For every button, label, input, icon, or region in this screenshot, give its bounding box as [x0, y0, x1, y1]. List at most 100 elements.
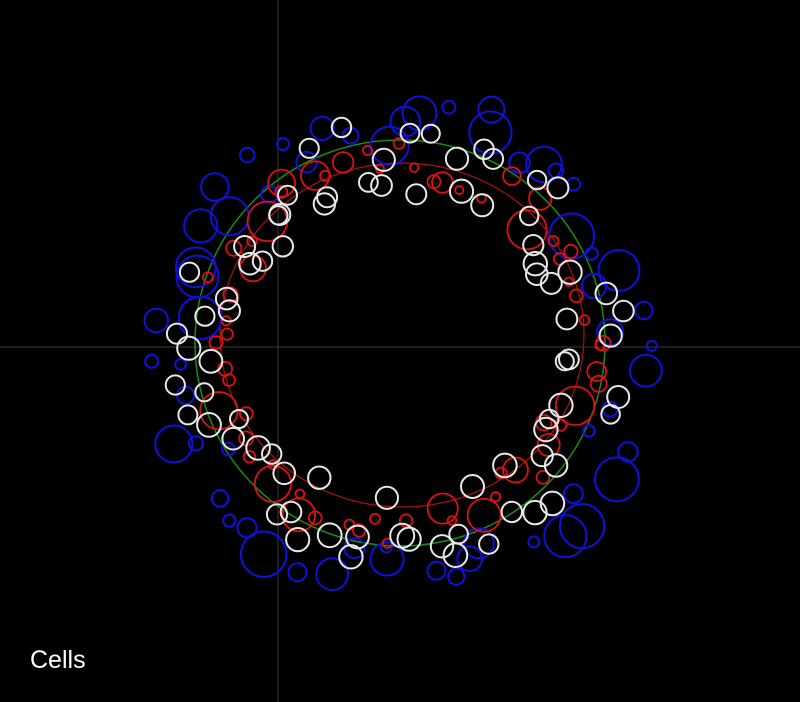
inner-white-cell — [198, 348, 224, 374]
inner-white-cell — [268, 203, 292, 226]
middle-red-cell — [466, 497, 502, 533]
inner-white-cell — [178, 261, 201, 283]
outer-blue-cell — [183, 208, 219, 244]
outer-blue-cell — [222, 513, 237, 528]
middle-red-cell — [238, 406, 254, 422]
outer-blue-cell — [200, 172, 230, 202]
middle-red-cell — [535, 469, 551, 485]
outer-blue-cell — [582, 424, 596, 438]
inner-white-cell — [261, 443, 283, 465]
inner-white-cell — [522, 251, 548, 277]
middle-red-cell — [201, 271, 214, 284]
outer-blue-cell — [468, 110, 513, 155]
guide-circles — [194, 139, 606, 547]
middle-red-cell — [586, 361, 608, 382]
middle-red-cell — [225, 239, 243, 257]
outer-blue-cell — [559, 502, 606, 550]
outer-blue-cell — [456, 545, 484, 573]
inner-white-cell — [316, 522, 343, 549]
inner-white-cell — [444, 146, 470, 171]
middle-red-cell — [578, 314, 591, 326]
inner-white-cell — [176, 335, 202, 361]
middle-red-cell — [553, 418, 568, 432]
inner-white-cell — [396, 526, 422, 552]
outer-blue-cell — [441, 99, 457, 115]
inner-white-cell — [405, 183, 428, 206]
inner-white-cell — [442, 542, 469, 569]
outer-blue-cell — [629, 353, 663, 388]
inner-white-cell — [482, 147, 505, 170]
inner-white-cell — [251, 250, 274, 272]
inner-white-cell — [546, 176, 570, 200]
outer-blue-cell — [187, 435, 205, 452]
outer-blue-cell — [477, 95, 506, 124]
inner-white-cell — [460, 474, 485, 499]
middle-red-cell — [246, 235, 258, 247]
middle-red-cell — [528, 186, 553, 211]
inner-white-cell — [399, 122, 421, 144]
inner-white-cell — [277, 184, 298, 206]
middle-red-cell — [242, 450, 257, 464]
inner-white-cell — [279, 500, 303, 524]
middle-red-cell — [319, 169, 332, 182]
inner-white-cell — [555, 307, 579, 331]
middle-red-cell — [274, 185, 289, 199]
middle-cell-ring — [199, 137, 612, 549]
inner-white-cell — [214, 286, 239, 311]
inner-white-cell — [612, 299, 635, 323]
inner-white-cell — [265, 503, 289, 526]
inner-white-cell — [371, 147, 396, 172]
caption-label: Cells — [30, 646, 86, 674]
red-guide-circle — [219, 162, 585, 508]
outer-blue-cell — [563, 483, 584, 505]
outer-blue-cell — [426, 560, 447, 581]
inner-white-cell — [500, 500, 523, 524]
inner-white-cell — [530, 444, 554, 468]
inner-white-cell — [298, 137, 320, 159]
outer-blue-cell — [174, 358, 188, 371]
outer-blue-cell — [239, 146, 256, 164]
inner-white-cell — [539, 490, 566, 517]
inner-white-cell — [539, 271, 563, 295]
middle-red-cell — [392, 137, 406, 150]
inner-white-cell — [345, 524, 370, 550]
inner-white-cell — [370, 174, 393, 197]
inner-white-cell — [164, 374, 186, 396]
inner-white-cell — [420, 123, 441, 144]
outer-blue-cell — [143, 307, 170, 334]
outer-blue-cell — [309, 115, 335, 141]
outer-blue-cell — [447, 567, 466, 586]
outer-blue-cell — [543, 514, 588, 559]
outer-blue-cell — [580, 272, 608, 300]
inner-white-cell — [492, 452, 518, 479]
middle-red-cell — [506, 209, 548, 251]
middle-red-cell — [267, 168, 297, 198]
inner-white-cell — [478, 533, 500, 555]
middle-red-cell — [331, 151, 355, 174]
inner-white-cell — [330, 116, 353, 139]
inner-white-cell — [221, 426, 245, 451]
inner-white-cell — [389, 522, 416, 549]
inner-white-cell — [217, 299, 241, 323]
inner-white-cell — [594, 281, 619, 306]
outer-cell-ring — [143, 95, 663, 591]
inner-white-cell — [519, 205, 540, 227]
outer-blue-cell — [525, 145, 563, 184]
outer-blue-cell — [462, 527, 495, 560]
outer-blue-cell — [154, 424, 194, 464]
middle-red-cell — [220, 327, 234, 341]
outer-blue-cell — [175, 254, 220, 299]
inner-white-cell — [533, 416, 559, 443]
outer-blue-cell — [176, 385, 196, 405]
middle-red-cell — [217, 360, 234, 377]
middle-red-cell — [568, 288, 584, 304]
middle-red-cell — [502, 166, 522, 186]
middle-red-cell — [409, 162, 420, 173]
middle-red-cell — [426, 492, 459, 525]
outer-blue-cell — [594, 456, 640, 503]
inner-white-cell — [285, 527, 311, 553]
middle-red-cell — [554, 385, 596, 426]
outer-blue-cell — [527, 535, 541, 549]
middle-red-cell — [547, 235, 560, 247]
